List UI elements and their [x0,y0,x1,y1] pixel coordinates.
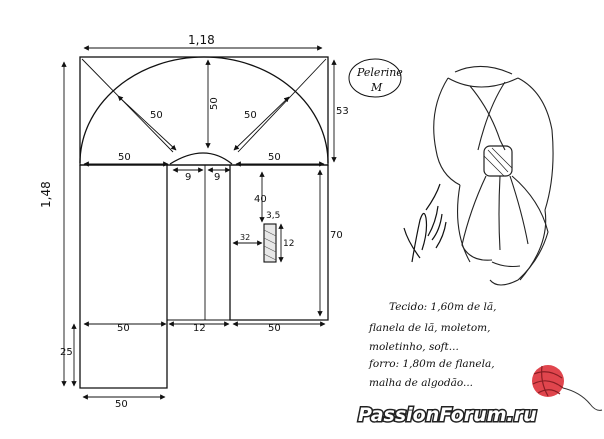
dim-bottom-right: 50 [268,323,281,334]
cape-arc [79,56,329,164]
note-line2: flanela de lã, moletom, [368,322,490,334]
dim-pocket-height: 12 [283,239,294,249]
neck-curve [169,152,233,165]
pocket-rect [263,223,277,263]
dim-shoulder-left: 50 [118,152,131,163]
pattern-outline [79,56,329,389]
fashion-sketch [433,65,554,286]
dim-pocket-width: 3,5 [266,211,280,221]
dim-radius-center: 50 [209,97,220,110]
dim-neck-right: 9 [214,172,220,183]
note-line3: moletinho, soft... [369,341,459,353]
cape-frame [79,56,329,166]
dim-tail-width: 50 [115,399,128,410]
dim-top-width: 1,18 [188,33,215,47]
dim-pocket-offset-top: 40 [254,194,267,205]
title-line1: Pelerine [356,66,403,79]
signature [403,183,447,263]
dim-neck-left: 9 [185,172,191,183]
dim-shoulder-right: 50 [268,152,281,163]
dim-pocket-offset-side: 32 [240,233,250,242]
dim-cape-height: 53 [336,106,349,117]
dim-bottom-left: 50 [117,323,130,334]
note-line4: forro: 1,80m de flanela, [368,358,495,370]
material-notes: Tecido: 1,60m de lã, flanela de lã, mole… [368,301,496,389]
note-line1: Tecido: 1,60m de lã, [389,301,496,313]
dim-tail-height: 25 [60,347,73,358]
title-line2: M [370,81,383,94]
left-panel [79,165,168,389]
right-panel [229,165,329,321]
dim-radius-right: 50 [244,110,257,121]
dim-radius-left: 50 [150,110,163,121]
dim-bottom-center: 12 [193,323,206,334]
dim-total-height: 1,48 [39,181,53,208]
watermark: PassionForum.ru [357,365,603,428]
watermark-text: PassionForum.ru [358,404,537,426]
yarn-ball-icon [532,365,603,411]
note-line5: malha de algodão... [369,377,473,389]
dim-body-height: 70 [330,230,343,241]
title-oval [348,58,402,98]
dimension-arrows [61,45,337,400]
